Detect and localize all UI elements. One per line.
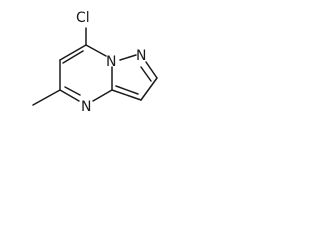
atom-label-n-ring: N [81, 99, 91, 115]
bond-c3b-c3a-double [115, 85, 139, 95]
bond-c5-n4 [59, 89, 80, 102]
bond-c3b-c3a [111, 89, 142, 101]
bond-c7-c6 [59, 44, 87, 61]
bond-c3-c3b [140, 77, 158, 101]
bond-n1-n2 [119, 54, 137, 61]
atom-label-cl: Cl [76, 10, 90, 26]
bond-c5-methyl [32, 89, 61, 106]
bond-n4-c3a [92, 89, 113, 102]
atom-label-n-bridge: N [106, 54, 116, 70]
bond-n2-c3-double [140, 66, 152, 82]
bond-n2-c3 [145, 61, 158, 79]
bond-n1-c7 [85, 44, 107, 57]
bond-c5-n4-double [64, 86, 81, 96]
molecule-structure: Cl N N N [32, 10, 158, 115]
bond-c7-c6-double [62, 50, 84, 64]
atom-label-n-pyrazole: N [136, 48, 146, 64]
structure-canvas: Cl N N N [0, 0, 174, 138]
